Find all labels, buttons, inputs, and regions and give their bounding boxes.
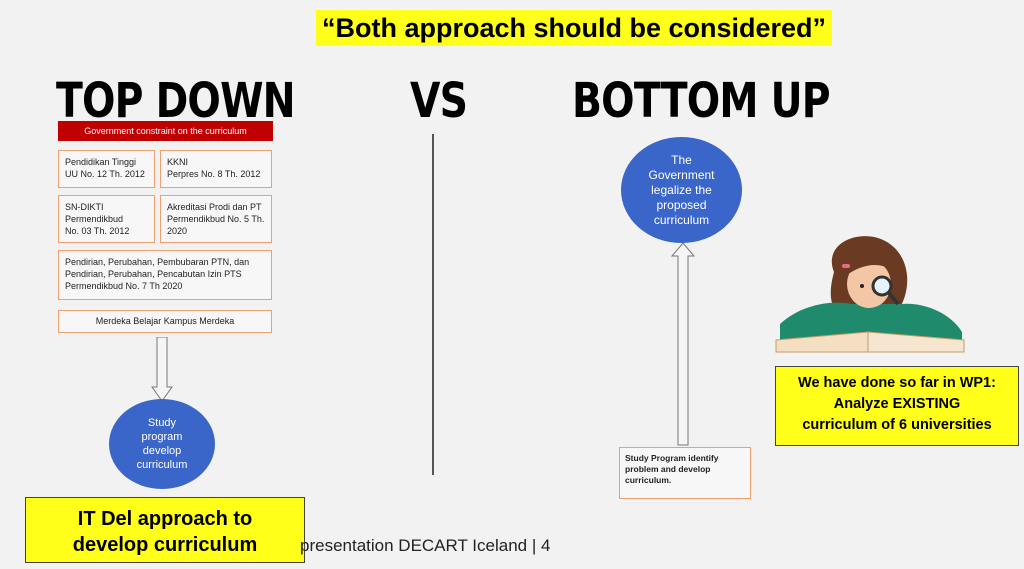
constraint-box-kkni: KKNI Perpres No. 8 Th. 2012 — [160, 150, 272, 188]
constraint-box-sndikti: SN-DIKTI Permendikbud No. 03 Th. 2012 — [58, 195, 155, 243]
slide-footer: presentation DECART Iceland | 4 — [300, 536, 551, 555]
constraint-box-mbkm: Merdeka Belajar Kampus Merdeka — [58, 310, 272, 333]
up-arrow-icon — [670, 242, 696, 446]
girl-with-magnifier-illustration — [775, 236, 965, 353]
bottom-up-heading: BOTTOM UP — [572, 73, 831, 129]
vertical-divider — [432, 134, 434, 475]
constraint-title: Government constraint on the curriculum — [58, 121, 273, 141]
study-program-box: Study Program identify problem and devel… — [619, 447, 751, 499]
government-circle: The Government legalize the proposed cur… — [621, 137, 742, 243]
constraint-box-akreditasi: Akreditasi Prodi dan PT Permendikbud No.… — [160, 195, 272, 243]
top-down-heading: TOP DOWN — [56, 73, 296, 129]
it-del-callout: IT Del approach to develop curriculum — [25, 497, 305, 563]
vs-heading: VS — [410, 73, 468, 129]
constraint-box-pendirian: Pendirian, Perubahan, Pembubaran PTN, da… — [58, 250, 272, 300]
study-program-circle: Study program develop curriculum — [109, 399, 215, 489]
down-arrow-icon — [151, 337, 173, 402]
banner-title: “Both approach should be considered” — [316, 10, 833, 46]
constraint-box-uu12: Pendidikan Tinggi UU No. 12 Th. 2012 — [58, 150, 155, 188]
wp1-callout: We have done so far in WP1: Analyze EXIS… — [775, 366, 1019, 446]
